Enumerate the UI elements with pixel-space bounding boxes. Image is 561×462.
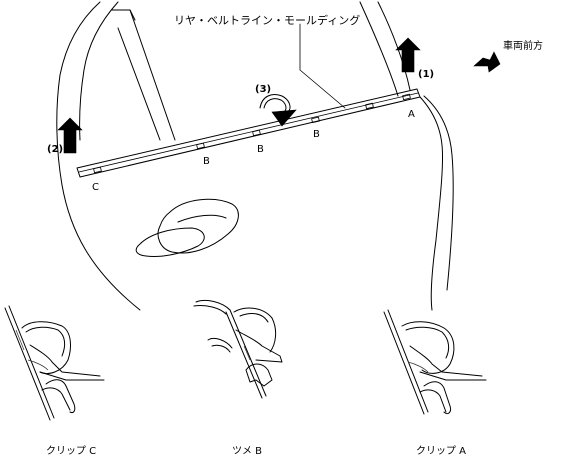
clip-c-label: クリップ C <box>46 445 96 457</box>
molding-clip-slots <box>93 93 411 174</box>
step-3-label: (3) <box>255 84 271 95</box>
point-c-label: C <box>92 182 99 193</box>
point-b-label-2: B <box>257 144 264 155</box>
curved-rotate-arrow-icon <box>259 94 297 127</box>
point-b-label-3: B <box>313 129 320 140</box>
step-1-label: (1) <box>418 69 434 80</box>
step-2-label: (2) <box>47 144 63 155</box>
clip-a-detail <box>383 309 487 415</box>
clip-c-detail <box>4 305 105 421</box>
claw-b-label: ツメ B <box>232 446 262 457</box>
point-a-label: A <box>408 109 415 120</box>
part-name-leader-line <box>299 23 346 109</box>
rear-door-outline <box>56 1 454 311</box>
up-arrow-icon <box>57 117 83 154</box>
door-window-pillar <box>111 9 176 141</box>
point-b-label-1: B <box>203 156 210 167</box>
door-handle <box>135 198 239 257</box>
vehicle-front-label: 車両前方 <box>503 39 543 52</box>
claw-b-detail <box>193 299 283 399</box>
forward-arrow-icon <box>473 51 501 73</box>
part-name-label: リヤ・ベルトライン・モールディング <box>174 13 360 27</box>
belt-line-molding <box>76 88 421 178</box>
up-arrow-icon <box>395 37 421 73</box>
clip-a-label: クリップ A <box>416 445 466 457</box>
